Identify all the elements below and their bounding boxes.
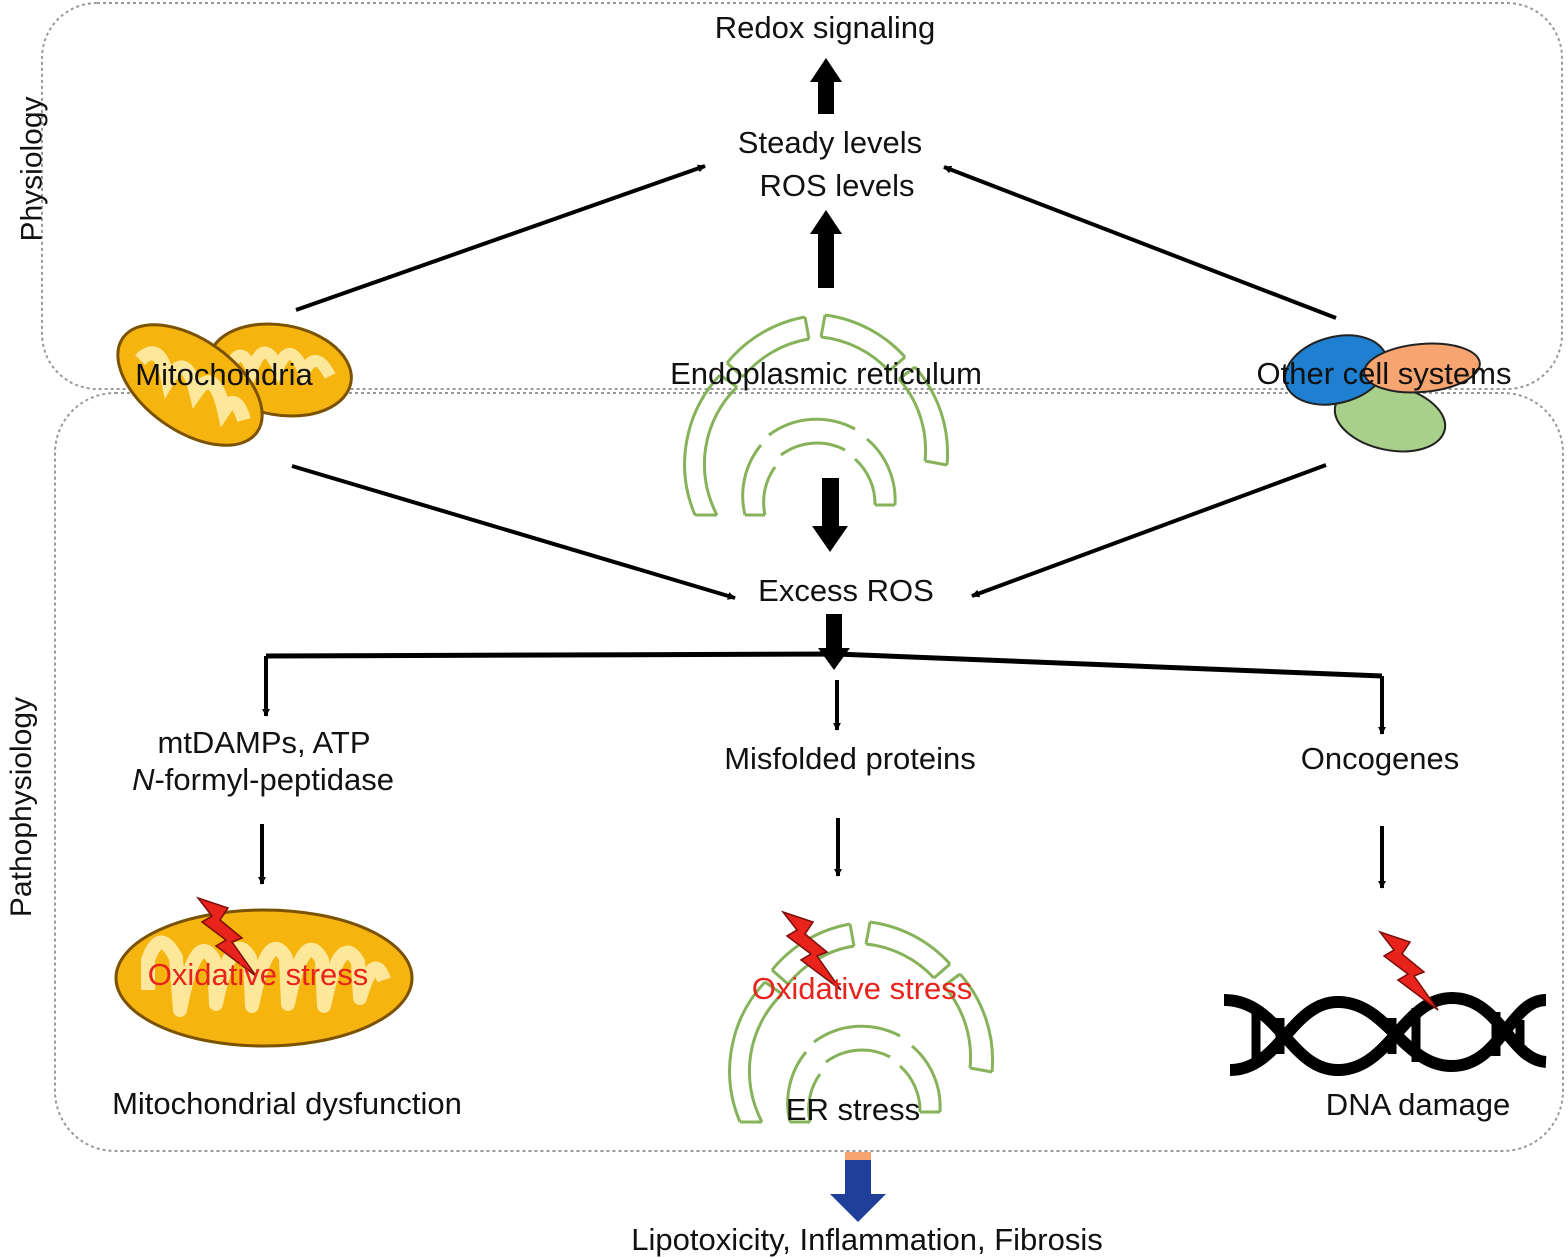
arrow-steady-to-redox [810,58,842,114]
pathophysiology-label: Pathophysiology [5,696,39,918]
arrow-excess-branch [262,614,1386,735]
arrow-er-to-steady [810,210,842,288]
cell-organelles-icon [1284,334,1481,453]
er-stress-label: ER stress [785,1092,921,1127]
arrow-mito-to-steady [295,164,706,312]
physiology-label: Physiology [15,96,49,242]
endoplasmic-reticulum-icon [683,313,950,517]
outcome-label: Lipotoxicity, Inflammation, Fibrosis [631,1222,1103,1257]
oxidative-stress-er-label: Oxidative stress [751,971,973,1006]
misfolded-proteins-label: Misfolded proteins [724,741,976,776]
arrow-other-to-excess [971,463,1327,598]
oncogenes-label: Oncogenes [1300,741,1460,776]
lightning-bolt-icon [1379,931,1439,1011]
steady-levels-label: Steady levels [737,125,923,160]
mtdamps-label: mtDAMPs, ATP [157,725,371,760]
oxidative-stress-mito-label: Oxidative stress [147,957,369,992]
mitochondria-icon [116,322,353,447]
mitochondria-label: Mitochondria [135,357,313,392]
other-cell-systems-label: Other cell systems [1256,356,1512,391]
er-label: Endoplasmic reticulum [670,356,982,391]
formyl-peptidase-text: -formyl-peptidase [154,762,394,797]
mitochondrial-dysfunction-label: Mitochondrial dysfunction [112,1086,462,1121]
arrow-mito-to-excess [291,464,736,600]
arrow-to-outcome [830,1152,886,1222]
physiology-region [41,2,1563,390]
dna-helix-icon [1223,931,1548,1077]
n-formyl-peptidase-label: N-formyl-peptidase [132,764,394,795]
redox-signaling-label: Redox signaling [714,10,936,45]
mitochondria-stress-icon [114,897,414,1048]
dna-damage-label: DNA damage [1325,1087,1511,1122]
ros-levels-label: ROS levels [759,168,915,203]
pathophysiology-region [54,392,1564,1152]
excess-ros-label: Excess ROS [758,573,934,608]
arrow-other-to-steady [943,165,1337,320]
n-italic: N [132,762,155,797]
arrow-er-to-excess [812,478,848,552]
